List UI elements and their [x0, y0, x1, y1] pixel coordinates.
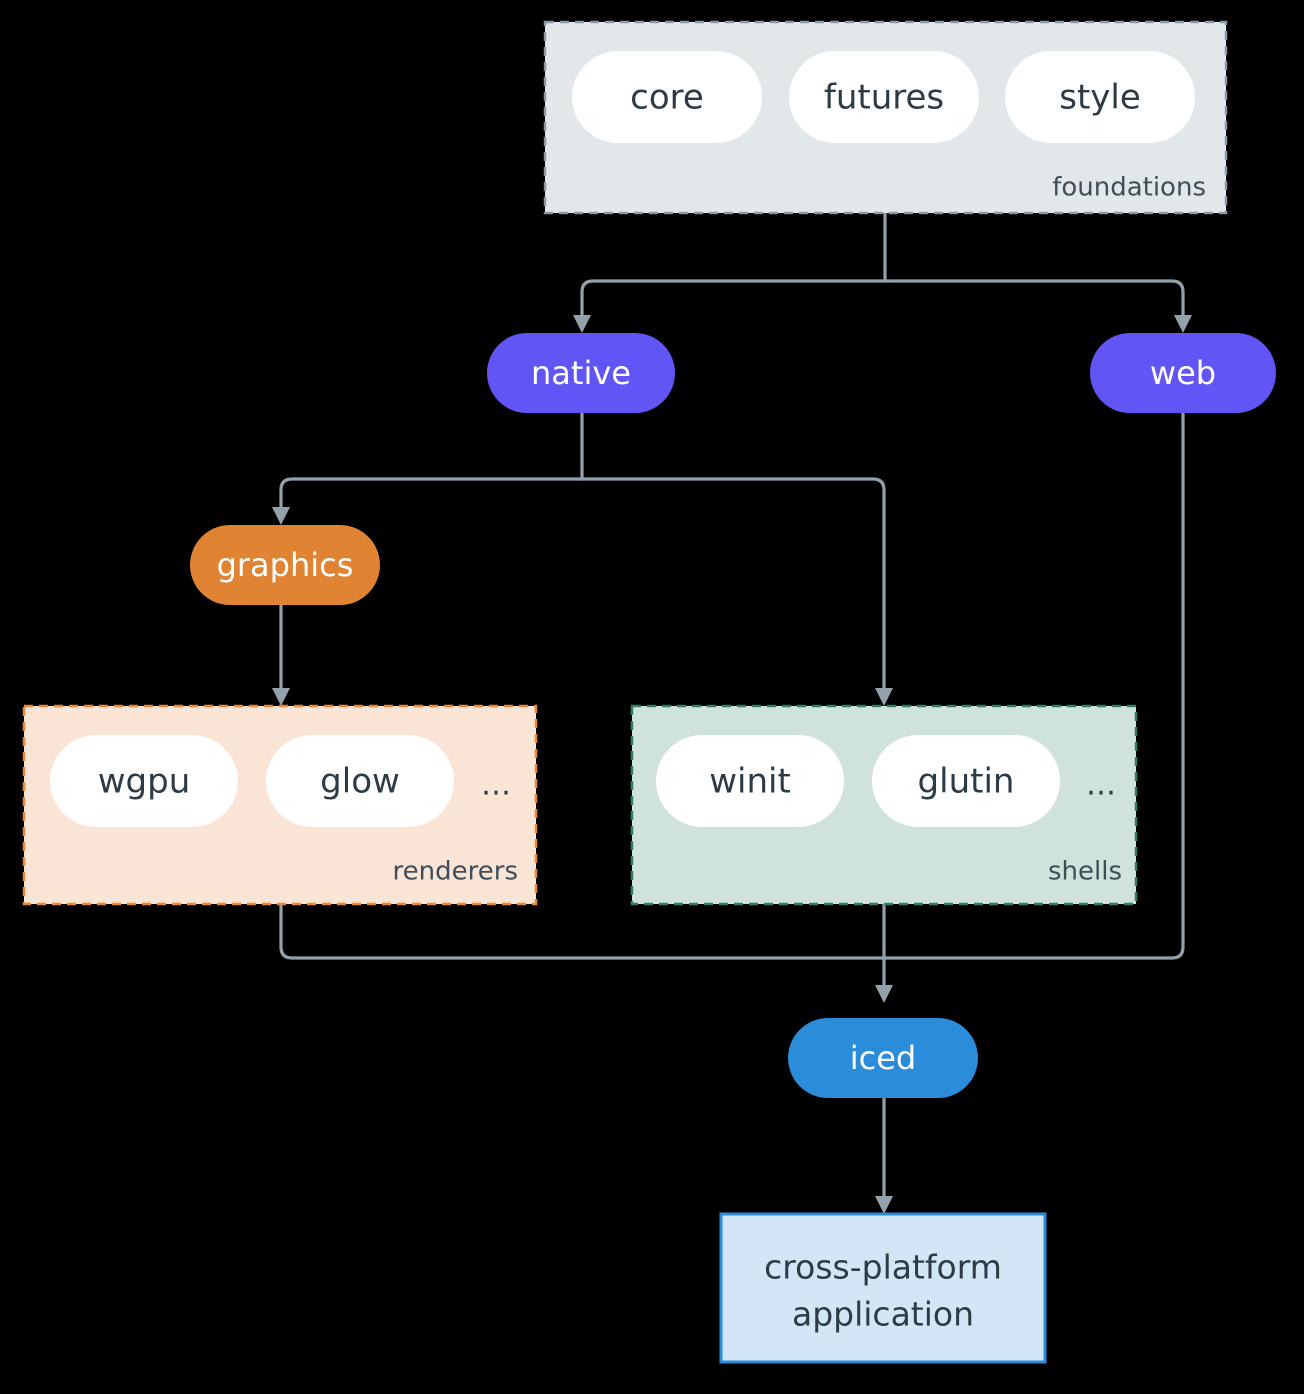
pill-wgpu-shape	[50, 735, 238, 827]
node-native[interactable]: native	[487, 333, 675, 413]
group-renderers[interactable]: wgpu glow … renderers	[22, 704, 538, 906]
pill-winit-label: winit	[709, 762, 791, 802]
pill-glow-shape	[266, 735, 454, 827]
pill-style-label: style	[1059, 78, 1141, 118]
pill-glutin-shape	[872, 735, 1060, 827]
arrowhead-to-application	[875, 1196, 893, 1214]
node-iced[interactable]: iced	[788, 1018, 978, 1098]
pill-wgpu[interactable]: wgpu	[50, 735, 238, 827]
pill-glutin[interactable]: glutin	[872, 735, 1060, 827]
pill-winit[interactable]: winit	[656, 735, 844, 827]
node-iced-label: iced	[850, 1039, 916, 1077]
node-graphics-shape	[190, 525, 380, 605]
group-shells-tag: shells	[1048, 857, 1122, 887]
node-web-label: web	[1150, 354, 1216, 392]
application-label-line-1: cross-platform	[764, 1248, 1002, 1287]
arrowhead-to-web	[1174, 315, 1192, 333]
pill-core-label: core	[630, 78, 704, 118]
edge-native-to-shells	[580, 477, 886, 693]
group-foundations[interactable]: core futures style foundations	[543, 20, 1228, 215]
node-graphics-label: graphics	[217, 546, 354, 584]
pill-winit-shape	[656, 735, 844, 827]
pill-core-shape	[572, 51, 762, 143]
group-shells[interactable]: winit glutin … shells	[630, 704, 1138, 906]
pill-style-shape	[1005, 51, 1195, 143]
renderers-more-icon: …	[481, 768, 511, 803]
pill-style[interactable]: style	[1005, 51, 1195, 143]
edge-renderers-to-merge	[279, 902, 885, 960]
edge-layer	[272, 211, 1192, 1214]
pill-glow[interactable]: glow	[266, 735, 454, 827]
node-cross-platform-application[interactable]: cross-platform application	[719, 1212, 1047, 1364]
edge-foundations-to-native	[580, 279, 887, 320]
edge-web-to-merge	[883, 411, 1185, 960]
node-native-shape	[487, 333, 675, 413]
pill-futures-shape	[789, 51, 979, 143]
pill-glow-label: glow	[320, 762, 400, 802]
node-graphics[interactable]: graphics	[190, 525, 380, 605]
group-foundations-tag: foundations	[1052, 173, 1206, 203]
node-native-label: native	[531, 354, 631, 392]
pill-futures-label: futures	[824, 78, 944, 118]
shells-more-icon: …	[1086, 768, 1116, 803]
arrowhead-to-shells	[875, 688, 893, 706]
arrowhead-to-native	[573, 315, 591, 333]
edge-native-to-graphics	[279, 477, 584, 512]
application-label-line-2: application	[792, 1295, 974, 1334]
group-renderers-tag: renderers	[393, 857, 518, 887]
pill-wgpu-label: wgpu	[98, 762, 191, 802]
node-web-shape	[1090, 333, 1276, 413]
node-cross-platform-application-shape	[719, 1212, 1047, 1364]
pill-core[interactable]: core	[572, 51, 762, 143]
pill-futures[interactable]: futures	[789, 51, 979, 143]
arrowhead-to-graphics	[272, 507, 290, 525]
node-web[interactable]: web	[1090, 333, 1276, 413]
arrowhead-to-renderers	[272, 688, 290, 706]
node-iced-shape	[788, 1018, 978, 1098]
edge-foundations-to-web	[883, 279, 1185, 320]
arrowhead-to-iced	[875, 985, 893, 1003]
pill-glutin-label: glutin	[918, 762, 1015, 802]
